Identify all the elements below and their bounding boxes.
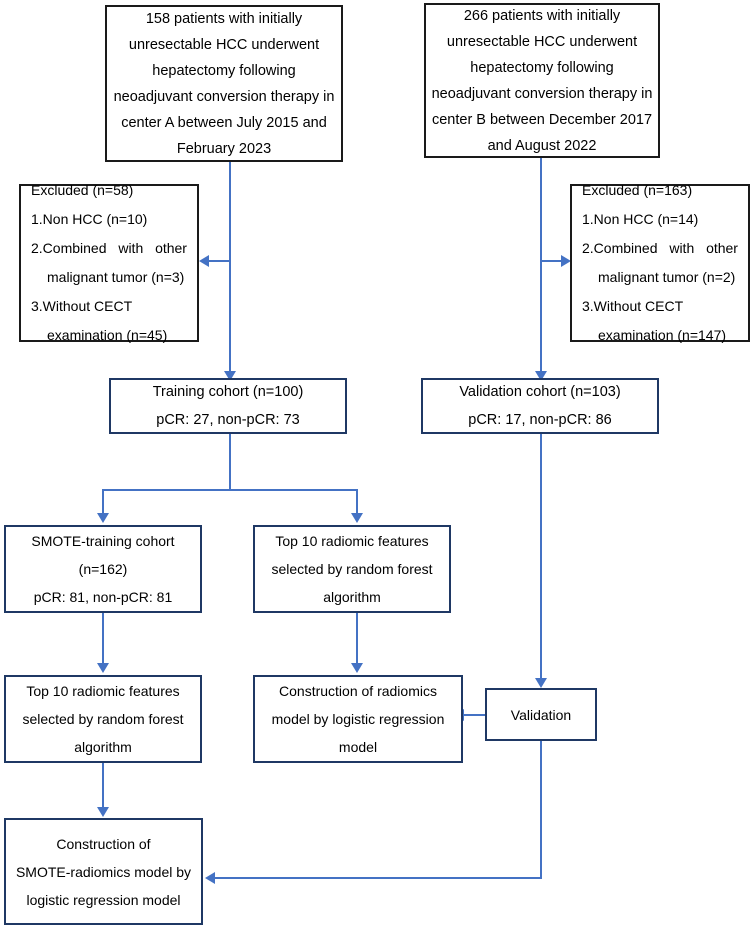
excluded-left-item-2-part-1: 2.Combined (31, 240, 107, 256)
connector-top10right-to-radiomics (356, 613, 358, 667)
arrow-to-smote-cohort (97, 513, 109, 523)
arrow-to-excluded-left (199, 255, 209, 267)
radiomics-model-line-2: model by logistic regression (271, 711, 445, 727)
excluded-right-item-3: malignant tumor (n=2) (598, 269, 736, 285)
excluded-right-item-2-part-2: with (669, 240, 695, 256)
excluded-right-header: Excluded (n=163) (582, 182, 693, 198)
center-b-line-5: center B between December 2017 (431, 111, 653, 128)
validation-cohort-line-2: pCR: 17, non-pCR: 86 (468, 412, 612, 428)
node-validation: Validation (485, 688, 597, 741)
node-excluded-left: Excluded (n=58) 1.Non HCC (n=10) 2.Combi… (19, 182, 199, 343)
validation-label: Validation (510, 706, 572, 723)
excluded-right-item-1: 1.Non HCC (n=14) (582, 211, 699, 227)
center-b-line-6: and August 2022 (487, 137, 597, 154)
smote-radiomics-line-2: SMOTE-radiomics model by (15, 863, 192, 880)
smote-radiomics-line-1: Construction of (56, 835, 151, 852)
center-a-line-5: center A between July 2015 and (121, 114, 327, 131)
center-b-line-2: unresectable HCC underwent (446, 33, 638, 50)
excluded-left-item-2-part-2: with (118, 240, 144, 256)
connector-top10left-to-bottom (102, 763, 104, 811)
connector-validationcohort-to-validation (540, 434, 542, 682)
arrow-validation-to-bottom-model (205, 872, 215, 884)
connector-centerA-trunk (229, 162, 231, 377)
connector-split-right-leg (356, 489, 358, 515)
smote-radiomics-line-3: logistic regression model (26, 891, 181, 908)
top10-left-line-3: algorithm (74, 739, 132, 755)
connector-centerA-to-excluded (209, 260, 231, 262)
smote-cohort-line-2: (n=162) (78, 561, 128, 577)
excluded-left-item-5: examination (n=45) (47, 327, 168, 343)
center-b-line-3: hepatectomy following (470, 59, 614, 76)
connector-centerB-to-excluded (542, 260, 564, 262)
node-center-a-source: 158 patients with initially unresectable… (105, 5, 343, 162)
excluded-left-item-2-part-3: other (155, 240, 187, 256)
center-a-line-2: unresectable HCC underwent (128, 36, 320, 53)
top10-left-line-1: Top 10 radiomic features (26, 683, 180, 699)
center-b-line-4: neoadjuvant conversion therapy in (431, 85, 653, 102)
smote-cohort-line-1: SMOTE-training cohort (31, 533, 175, 549)
arrow-top10right-to-radiomics (351, 663, 363, 673)
radiomics-model-line-3: model (338, 739, 378, 755)
arrow-to-top10-right (351, 513, 363, 523)
node-validation-cohort: Validation cohort (n=103) pCR: 17, non-p… (421, 378, 659, 434)
center-a-line-6: February 2023 (176, 140, 272, 157)
excluded-right-item-2-part-3: other (706, 240, 738, 256)
center-b-line-1: 266 patients with initially (463, 7, 621, 24)
connector-training-down (229, 434, 231, 490)
connector-smote-to-top10left (102, 613, 104, 667)
connector-validation-down (540, 741, 542, 879)
arrow-to-validation-box (535, 678, 547, 688)
center-a-line-1: 158 patients with initially (145, 10, 303, 27)
excluded-left-item-3: malignant tumor (n=3) (47, 269, 185, 285)
radiomics-model-line-1: Construction of radiomics (279, 683, 437, 699)
validation-cohort-line-1: Validation cohort (n=103) (459, 384, 621, 400)
top10-right-line-1: Top 10 radiomic features (275, 533, 429, 549)
node-radiomics-model: Construction of radiomics model by logis… (253, 675, 463, 763)
center-a-line-4: neoadjuvant conversion therapy in (113, 88, 335, 105)
excluded-left-item-2: 2.Combined with other (31, 234, 187, 263)
excluded-right-item-2-part-1: 2.Combined (582, 240, 658, 256)
excluded-right-item-2: 2.Combined with other (582, 234, 738, 263)
excluded-right-item-4: 3.Without CECT (582, 298, 684, 314)
node-smote-radiomics-model: Construction of SMOTE-radiomics model by… (4, 818, 203, 925)
connector-validation-to-bottom (215, 877, 542, 879)
top10-left-line-2: selected by random forest (22, 711, 184, 727)
center-a-line-3: hepatectomy following (152, 62, 296, 79)
excluded-right-item-5: examination (n=147) (598, 327, 727, 343)
connector-split-left-leg (102, 489, 104, 515)
training-cohort-line-1: Training cohort (n=100) (152, 384, 304, 400)
connector-centerB-trunk (540, 158, 542, 377)
arrow-centerB-to-validation (535, 371, 547, 381)
node-training-cohort: Training cohort (n=100) pCR: 27, non-pCR… (109, 378, 347, 434)
node-center-b-source: 266 patients with initially unresectable… (424, 3, 660, 158)
excluded-left-header: Excluded (n=58) (31, 182, 134, 198)
arrow-centerA-to-training (224, 371, 236, 381)
smote-cohort-line-3: pCR: 81, non-pCR: 81 (33, 589, 173, 605)
arrow-to-excluded-right (561, 255, 571, 267)
top10-right-line-2: selected by random forest (271, 561, 433, 577)
node-excluded-right: Excluded (n=163) 1.Non HCC (n=14) 2.Comb… (570, 182, 750, 343)
top10-right-line-3: algorithm (323, 589, 381, 605)
node-top10-features-left: Top 10 radiomic features selected by ran… (4, 675, 202, 763)
arrow-top10left-to-bottom (97, 807, 109, 817)
arrow-smote-to-top10left (97, 663, 109, 673)
excluded-left-item-4: 3.Without CECT (31, 298, 133, 314)
connector-validation-to-radiomics (464, 714, 486, 716)
training-cohort-line-2: pCR: 27, non-pCR: 73 (156, 412, 300, 428)
node-smote-training-cohort: SMOTE-training cohort (n=162) pCR: 81, n… (4, 525, 202, 613)
node-top10-features-right: Top 10 radiomic features selected by ran… (253, 525, 451, 613)
excluded-left-item-1: 1.Non HCC (n=10) (31, 211, 148, 227)
connector-training-split-bus (102, 489, 357, 491)
